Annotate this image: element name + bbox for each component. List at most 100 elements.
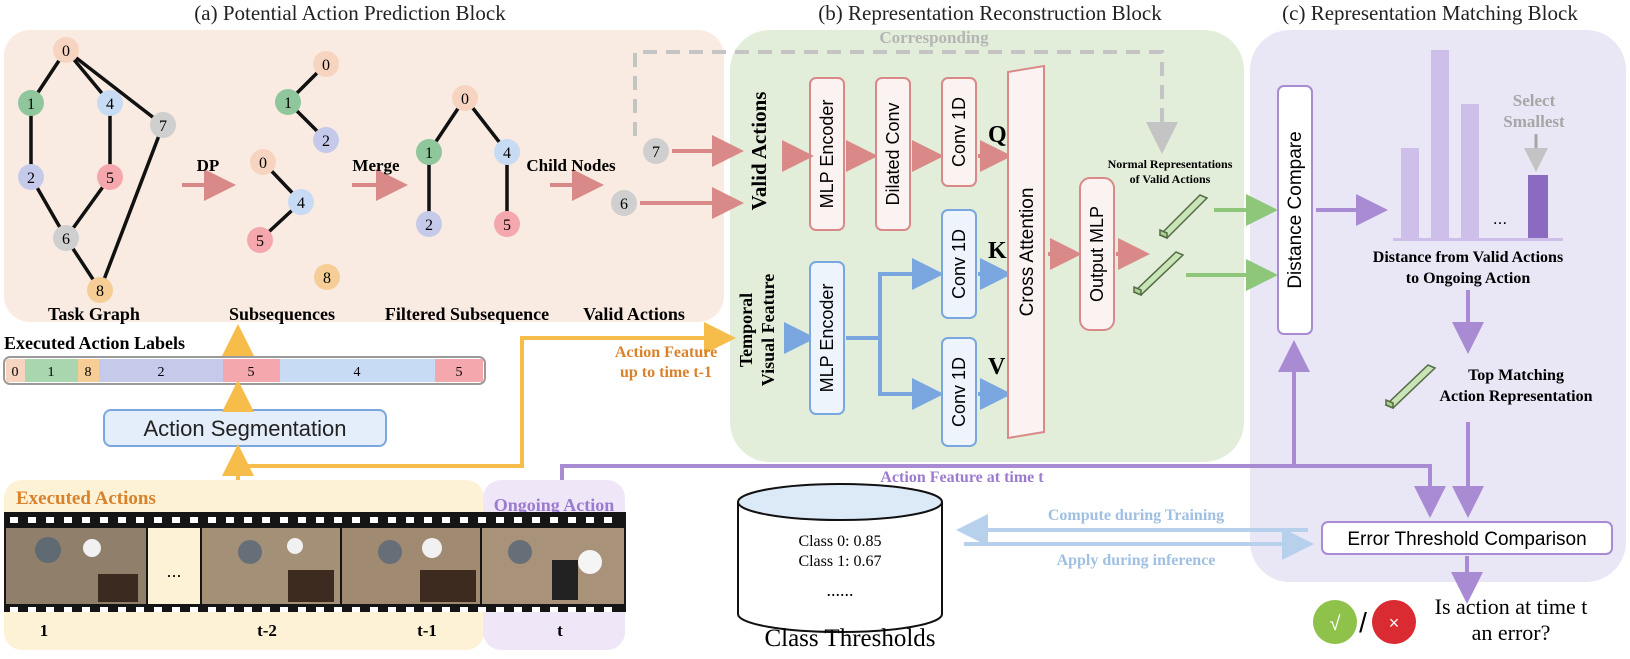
cross-icon [1372, 600, 1416, 644]
valid-actions-vertical: Valid Actions [747, 92, 771, 211]
conv1d-q [941, 77, 977, 187]
svg-text:2: 2 [322, 133, 330, 150]
block-b-title: (b) Representation Reconstruction Block [818, 1, 1162, 25]
normal-repr-bar-1 [1158, 194, 1209, 240]
executed-actions-label: Executed Actions [16, 488, 156, 509]
svg-text:7: 7 [652, 144, 660, 161]
conv1d-v [941, 337, 977, 447]
svg-text:0: 0 [12, 365, 19, 380]
svg-text:Conv 1D: Conv 1D [949, 229, 969, 299]
svg-text:1: 1 [27, 96, 35, 113]
svg-text:5: 5 [503, 217, 511, 234]
filt-node-0: 0 [452, 85, 478, 111]
svg-text:Conv 1D: Conv 1D [949, 97, 969, 167]
svg-text:2: 2 [27, 170, 35, 187]
k-label: K [988, 238, 1007, 264]
action-segmentation-label: Action Segmentation [143, 416, 346, 441]
action-feature-prev-arrow [238, 322, 736, 468]
sub-node-0a: 0 [313, 51, 339, 77]
temporal-visual-1: Temporal [736, 293, 756, 367]
distance-bar-smallest [1528, 175, 1548, 240]
distance-compare-box [1277, 85, 1313, 335]
compute-training-label: Compute during Training [1048, 507, 1224, 524]
question-line-2: an error? [1472, 620, 1551, 645]
svg-text:Cross Attention: Cross Attention [1017, 188, 1038, 317]
block-a-title: (a) Potential Action Prediction Block [194, 1, 506, 25]
svg-text:8: 8 [96, 283, 104, 300]
select-smallest-2: Smallest [1503, 112, 1565, 131]
mlp-encoder-bottom [809, 261, 845, 415]
filt-node-4: 4 [494, 139, 520, 165]
class-thresholds-title: Class Thresholds [764, 625, 935, 652]
conv1d-k [941, 209, 977, 319]
frame-label-t-2: t-2 [257, 621, 277, 640]
question-line-1: Is action at time t [1435, 594, 1588, 619]
valid-node-6: 6 [611, 190, 637, 216]
svg-text:1: 1 [425, 145, 433, 162]
graph-node-0: 0 [53, 37, 79, 63]
graph-node-6: 6 [53, 225, 79, 251]
graph-node-8: 8 [87, 277, 113, 303]
top-matching-2: Action Representation [1439, 388, 1592, 405]
block-c-title: (c) Representation Matching Block [1282, 1, 1578, 25]
executed-labels-title: Executed Action Labels [4, 333, 185, 353]
corresponding-dashed-arrow [633, 50, 1178, 154]
svg-text:Conv 1D: Conv 1D [949, 357, 969, 427]
svg-text:1: 1 [284, 95, 292, 112]
block-b-panel [730, 30, 1244, 462]
graph-node-2: 2 [18, 164, 44, 190]
graph-node-5: 5 [97, 164, 123, 190]
sub-node-4: 4 [288, 189, 314, 215]
svg-text:8: 8 [85, 365, 92, 380]
svg-text:5: 5 [248, 365, 255, 380]
sub-node-1: 1 [275, 89, 301, 115]
svg-text:√: √ [1330, 613, 1341, 635]
child-nodes-label: Child Nodes [526, 156, 616, 175]
filtered-label: Filtered Subsequence [385, 304, 549, 324]
filt-node-2: 2 [416, 211, 442, 237]
distance-bars [1393, 50, 1563, 241]
svg-text:...: ... [166, 561, 181, 581]
valid-node-7: 7 [643, 138, 669, 164]
action-feature-t-arrow [560, 464, 1446, 518]
class-thresholds-db [737, 483, 943, 633]
v-label: V [988, 354, 1006, 380]
top-matching-1: Top Matching [1468, 367, 1564, 384]
svg-text:1: 1 [48, 365, 55, 380]
normal-repr-label-2: of Valid Actions [1130, 172, 1211, 186]
subsequences-label: Subsequences [229, 304, 335, 324]
distance-bar-3 [1461, 104, 1479, 240]
action-feature-prev-label-1: Action Feature [615, 344, 717, 361]
distance-bar-1 [1401, 148, 1419, 240]
svg-text:Distance Compare: Distance Compare [1285, 131, 1306, 288]
frame-label-t: t [557, 621, 563, 640]
svg-text:0: 0 [62, 43, 70, 60]
svg-text:Output MLP: Output MLP [1087, 206, 1107, 302]
select-smallest-1: Select [1513, 91, 1556, 110]
graph-node-4: 4 [97, 90, 123, 116]
action-feature-prev-label-2: up to time t-1 [620, 364, 712, 381]
svg-text:2: 2 [425, 217, 433, 234]
error-threshold-label: Error Threshold Comparison [1347, 529, 1586, 550]
svg-text:×: × [1389, 613, 1400, 633]
svg-text:4: 4 [354, 365, 361, 380]
distance-caption-1: Distance from Valid Actions [1373, 249, 1563, 266]
ongoing-action-label: Ongoing Action [494, 495, 615, 515]
svg-text:0: 0 [461, 91, 469, 108]
normal-repr-label-1: Normal Representations [1108, 157, 1233, 171]
svg-text:6: 6 [620, 196, 628, 213]
frame-label-t-1: t-1 [417, 621, 437, 640]
svg-text:4: 4 [106, 96, 114, 113]
svg-text:0: 0 [322, 57, 330, 74]
graph-node-1: 1 [18, 90, 44, 116]
sub-node-0b: 0 [250, 149, 276, 175]
svg-text:Dilated Conv: Dilated Conv [883, 102, 903, 205]
action-feature-t-label: Action Feature at time t [880, 469, 1044, 486]
block-a-panel [4, 30, 724, 322]
filt-node-1: 1 [416, 139, 442, 165]
dp-label: DP [197, 156, 220, 175]
valid-actions-label: Valid Actions [583, 304, 685, 324]
svg-text:4: 4 [503, 145, 511, 162]
frame-label-1: 1 [40, 621, 49, 640]
svg-text:6: 6 [62, 231, 70, 248]
